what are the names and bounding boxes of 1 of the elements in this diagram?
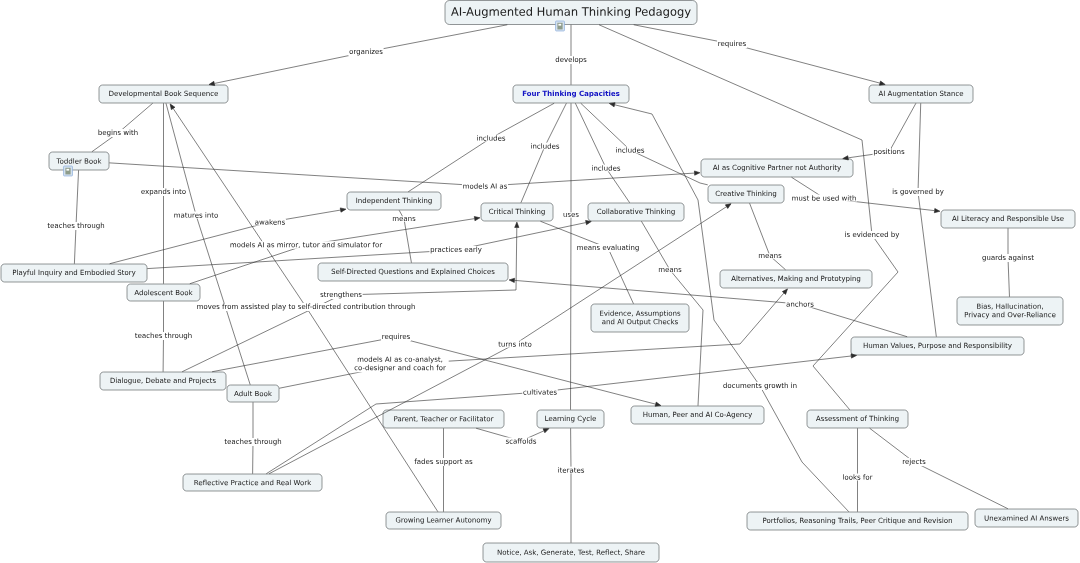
concept-box: AI-Augmented Human Thinking Pedagogy bbox=[444, 0, 698, 25]
